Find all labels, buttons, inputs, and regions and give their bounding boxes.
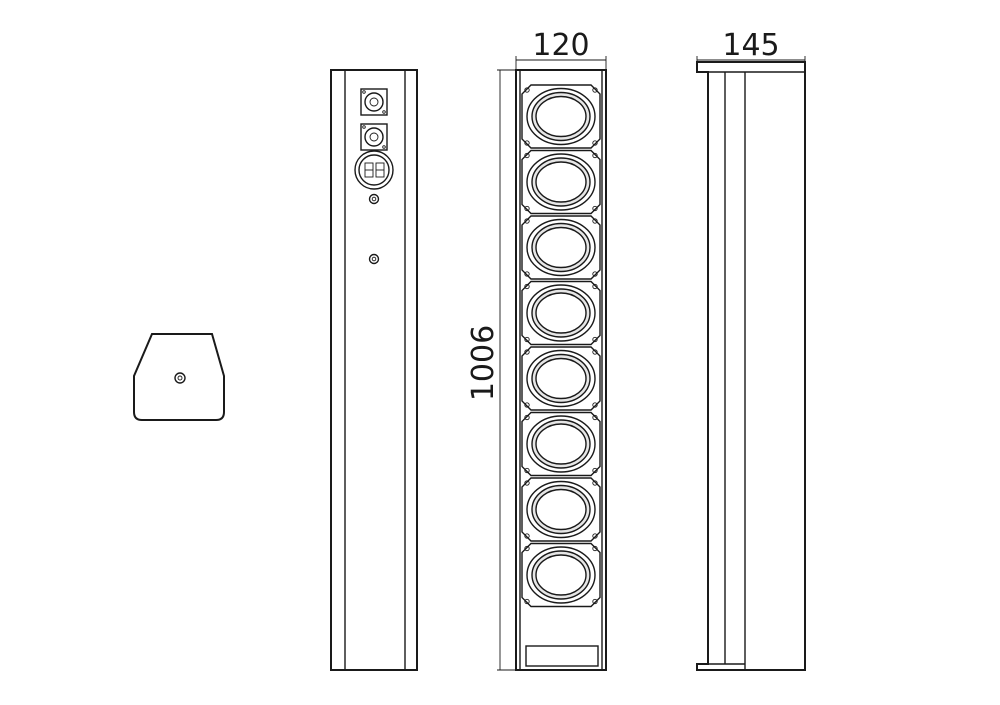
- driver-surround: [526, 218, 596, 277]
- driver-screw: [592, 87, 598, 93]
- front-width-label: 120: [532, 28, 589, 63]
- driver-screw: [592, 467, 598, 474]
- speaker-driver: [521, 346, 601, 411]
- side-view-outline: [696, 61, 806, 671]
- driver-dust-cap: [535, 488, 587, 531]
- height-label: 1006: [466, 325, 501, 401]
- driver-screw: [524, 414, 530, 421]
- driver-screw: [592, 545, 598, 552]
- top-view: [133, 333, 225, 421]
- driver-surround: [526, 284, 596, 342]
- top-view-outline: [133, 333, 225, 421]
- side-depth-dimension: 145: [696, 28, 806, 70]
- rear-view-outline: [330, 69, 418, 671]
- driver-dust-cap: [535, 554, 587, 596]
- driver-screw: [524, 533, 530, 539]
- driver-screw: [524, 271, 530, 277]
- speakon-connector-1: [360, 88, 388, 116]
- driver-surround: [526, 546, 596, 604]
- driver-dust-cap: [535, 226, 587, 269]
- driver-screw: [592, 533, 598, 539]
- driver-screw: [524, 87, 530, 93]
- top-view-mount-hole-inner: [177, 375, 183, 381]
- driver-screw: [592, 414, 598, 421]
- driver-screw: [592, 349, 598, 355]
- driver-surround: [526, 153, 596, 211]
- driver-screw: [524, 467, 530, 474]
- speaker-driver: [521, 84, 601, 149]
- driver-screw: [592, 336, 598, 343]
- terminal-panel: [354, 150, 394, 190]
- driver-dust-cap: [535, 357, 587, 400]
- driver-screw: [524, 205, 530, 212]
- driver-screw: [592, 152, 598, 159]
- driver-screw: [524, 218, 530, 224]
- speakon-connector-2: [360, 123, 388, 151]
- height-dimension: 1006: [466, 69, 516, 671]
- driver-surround: [526, 480, 596, 539]
- driver-screw: [592, 480, 598, 486]
- driver-screw: [592, 283, 598, 290]
- driver-dust-cap: [535, 292, 587, 334]
- front-view-outline: [515, 69, 607, 671]
- side-view: 145: [696, 28, 806, 671]
- driver-screw: [524, 152, 530, 159]
- speaker-driver: [521, 477, 601, 542]
- driver-screw: [524, 480, 530, 486]
- driver-surround: [526, 87, 596, 146]
- driver-surround: [526, 349, 596, 408]
- side-depth-label: 145: [722, 28, 779, 63]
- rear-mount-hole-2: [368, 253, 380, 265]
- driver-dust-cap: [535, 95, 587, 138]
- driver-surround: [526, 415, 596, 473]
- driver-dust-cap: [535, 423, 587, 465]
- driver-screw: [524, 283, 530, 290]
- speaker-column: [521, 84, 601, 608]
- driver-screw: [592, 140, 598, 146]
- driver-screw: [592, 402, 598, 408]
- speaker-driver: [521, 149, 601, 215]
- driver-screw: [524, 349, 530, 355]
- rear-view: [330, 69, 418, 671]
- top-view-mount-hole: [174, 372, 186, 384]
- front-view: 120 1006: [466, 28, 607, 671]
- driver-screw: [524, 402, 530, 408]
- driver-screw: [592, 271, 598, 277]
- driver-screw: [524, 545, 530, 552]
- front-bottom-port: [525, 645, 599, 667]
- driver-screw: [592, 205, 598, 212]
- speaker-driver: [521, 215, 601, 280]
- driver-screw: [524, 598, 530, 605]
- speaker-driver: [521, 280, 601, 346]
- driver-dust-cap: [535, 161, 587, 203]
- front-width-dimension: 120: [515, 28, 607, 70]
- driver-screw: [592, 218, 598, 224]
- driver-screw: [524, 336, 530, 343]
- driver-screw: [592, 598, 598, 605]
- speaker-driver: [521, 542, 601, 608]
- speaker-driver: [521, 411, 601, 477]
- driver-screw: [524, 140, 530, 146]
- rear-mount-hole-1: [368, 193, 380, 205]
